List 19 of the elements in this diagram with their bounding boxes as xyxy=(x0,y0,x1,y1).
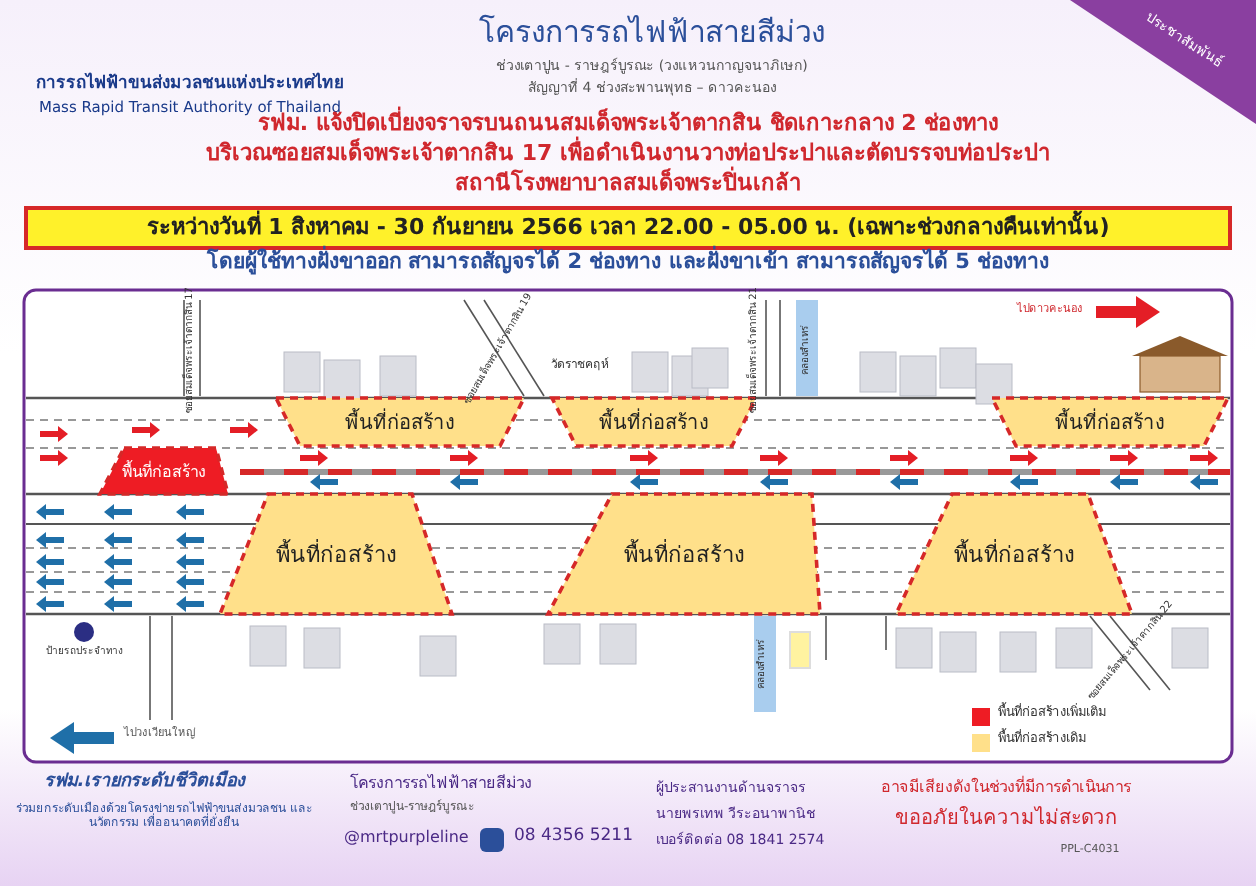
apology-text: ขออภัยในความไม่สะดวก xyxy=(895,808,1117,831)
zone-label: พื้นที่ก่อสร้าง xyxy=(992,407,1228,437)
zone-label: พื้นที่ก่อสร้าง xyxy=(276,407,524,437)
slogan-text: รฟม.เรายกระดับชีวิตเมือง xyxy=(43,772,245,793)
zone-label: พื้นที่ก่อสร้าง xyxy=(274,537,398,572)
organization-name: การรถไฟฟ้าขนส่งมวลชนแห่งประเทศไทย xyxy=(36,76,344,96)
project-title: โครงการรถไฟฟ้าสายสีม่วง xyxy=(479,16,825,51)
construction-zone xyxy=(220,494,452,614)
construction-zone xyxy=(548,494,820,614)
contact-text: @mrtpurpleline xyxy=(344,828,469,847)
lane-note: โดยผู้ใช้ทางฝั่งขาออก สามารถสัญจรได้ 2 ช่องทาง และฝั่งขาเข้า สามารถสัญจรได้ 5 ช่องทาง xyxy=(206,250,1050,275)
contact-text: โครงการรถไฟฟ้าสายสีม่วง xyxy=(350,774,532,793)
zone-label: พื้นที่ก่อสร้าง xyxy=(120,458,208,484)
construction-zone xyxy=(896,494,1132,614)
zone-label: พื้นที่ก่อสร้าง xyxy=(622,537,746,572)
phone-number: 08 4356 5211 xyxy=(514,828,633,848)
apology-text: อาจมีเสียงดังในช่วงที่มีการดำเนินการ xyxy=(881,778,1131,797)
zone-label: พื้นที่ก่อสร้าง xyxy=(952,537,1076,572)
construction-zone xyxy=(992,398,1228,446)
